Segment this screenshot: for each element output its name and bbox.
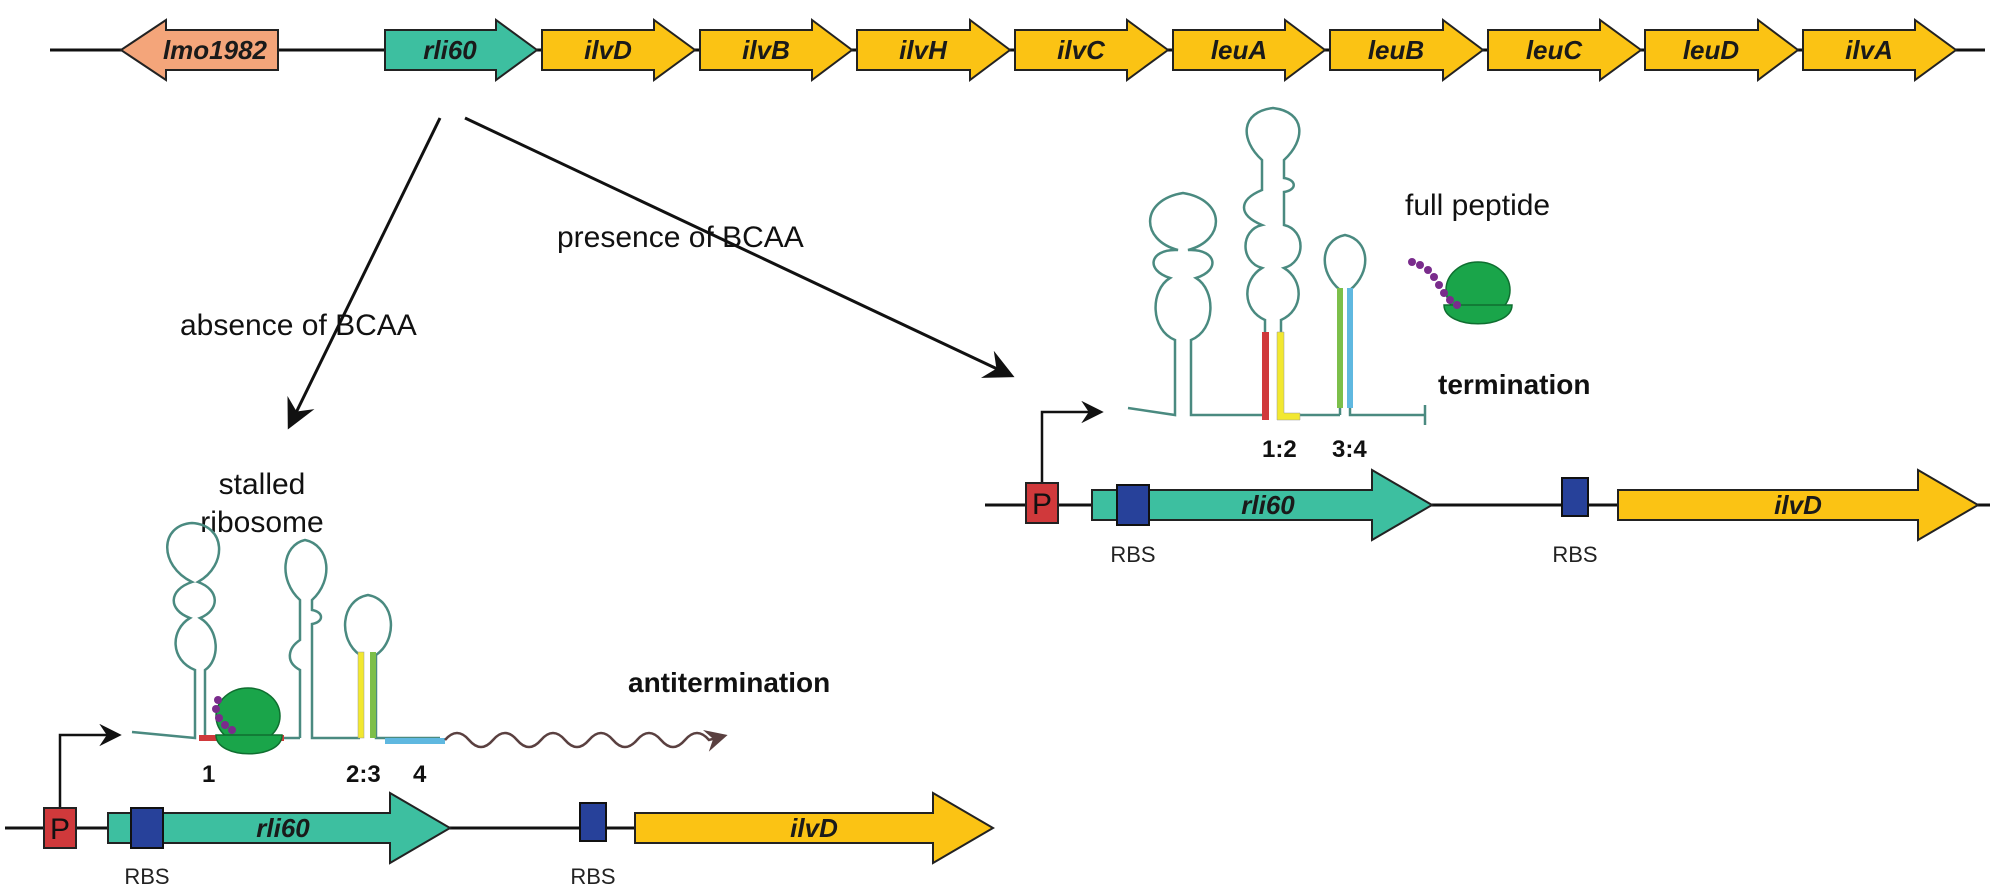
- rna-loop-12: [1242, 106, 1340, 417]
- full-peptide-label: full peptide: [1405, 189, 1550, 222]
- gene-ilvD: ilvD: [541, 18, 697, 82]
- segment-left-4: [385, 738, 445, 744]
- gene-label-ilvH: ilvH: [899, 35, 948, 65]
- pair-label-4: 4: [413, 761, 427, 788]
- promoter-right: P: [1025, 482, 1059, 524]
- gene-label-ilvB: ilvB: [742, 35, 790, 65]
- rna-structure-termination: [1127, 106, 1427, 425]
- gene-label-leuB: leuB: [1368, 35, 1424, 65]
- gene-label-ilvC: ilvC: [1057, 35, 1106, 65]
- gene-ilvA: ilvA: [1802, 18, 1958, 82]
- promoter-label-left: P: [50, 813, 70, 846]
- gene-ilvC: ilvC: [1014, 18, 1170, 82]
- absence-label: absence of BCAA: [180, 309, 417, 342]
- gene-ilvD-left: [634, 791, 995, 865]
- gene-arrow-ilvD: [541, 18, 697, 82]
- gene-ilvH: ilvH: [856, 18, 1012, 82]
- gene-ilvD-left-label: ilvD: [790, 813, 838, 843]
- termination-panel: 1:2 3:4 termination full peptide P rli60…: [985, 106, 1990, 567]
- rbs1-label-right: RBS: [1110, 542, 1155, 567]
- rna-loop-1: [1127, 191, 1265, 417]
- gene-rli60: rli60: [384, 18, 539, 82]
- absence-arrow: [287, 117, 442, 430]
- segment-1: [1262, 332, 1269, 420]
- rbs1-box-left: [130, 807, 164, 849]
- free-ribosome: [1443, 261, 1513, 325]
- rbs1-box-right: [1116, 484, 1150, 526]
- presence-arrow: [464, 116, 1015, 378]
- gene-arrow-leuB: [1329, 18, 1485, 82]
- segment-3: [1337, 288, 1343, 408]
- gene-arrow-leuC: [1487, 18, 1643, 82]
- gene-ilvB: ilvB: [699, 18, 854, 82]
- rbs2-label-right: RBS: [1552, 542, 1597, 567]
- promoter-arrow-right: [1040, 400, 1104, 488]
- rna-structure-antitermination: [131, 521, 440, 740]
- stalled-label-line2: ribosome: [200, 506, 323, 539]
- gene-label-ilvA: ilvA: [1845, 35, 1893, 65]
- antitermination-panel: stalled ribosome antitermination 1 2:3 4: [5, 468, 995, 889]
- rbs2-label-left: RBS: [570, 864, 615, 889]
- gene-label-ilvD: ilvD: [584, 35, 632, 65]
- gene-arrow-ilvA: [1802, 18, 1958, 82]
- rna-loop-left-23: [343, 593, 440, 740]
- rbs1-label-left: RBS: [124, 864, 169, 889]
- gene-label-leuA: leuA: [1211, 35, 1267, 65]
- rbs2-box-left: [579, 802, 607, 842]
- gene-arrow-ilvH: [856, 18, 1012, 82]
- promoter-left: P: [43, 807, 77, 849]
- stalled-ribosome: [215, 687, 283, 755]
- gene-leuD: leuD: [1644, 18, 1800, 82]
- segment-4: [1347, 288, 1353, 408]
- antitermination-transcript: [444, 729, 728, 752]
- gene-arrow-ilvC: [1014, 18, 1170, 82]
- full-peptide-chain: [1408, 258, 1461, 309]
- pair-label-23: 2:3: [346, 761, 381, 788]
- gene-rli60-left-label: rli60: [256, 813, 310, 843]
- pair-label-12: 1:2: [1262, 436, 1297, 463]
- pair-label-1: 1: [202, 761, 215, 788]
- promoter-box-right: [1025, 482, 1059, 524]
- pair-label-34: 3:4: [1332, 436, 1367, 463]
- rna-loop-left-2: [284, 538, 360, 740]
- rna-loop-34: [1323, 233, 1425, 417]
- condition-arrows: absence of BCAA presence of BCAA: [180, 116, 1015, 430]
- gene-leuA: leuA: [1172, 18, 1327, 82]
- stalled-peptide-chain: [212, 696, 236, 734]
- gene-ilvD-right-label: ilvD: [1774, 490, 1822, 520]
- stalled-label-line1: stalled: [219, 468, 306, 501]
- gene-label-leuC: leuC: [1526, 35, 1584, 65]
- presence-label: presence of BCAA: [557, 221, 804, 254]
- gene-arrow-leuD: [1644, 18, 1800, 82]
- segment-left-3: [370, 652, 376, 738]
- promoter-arrow-left: [58, 723, 122, 810]
- gene-label-rli60: rli60: [423, 35, 477, 65]
- rbs2-box-right: [1561, 477, 1589, 517]
- termination-label: termination: [1438, 369, 1590, 400]
- gene-rli60-right-label: rli60: [1241, 490, 1295, 520]
- gene-ilvD-right: [1617, 468, 1980, 542]
- gene-label-lmo1982: lmo1982: [163, 35, 268, 65]
- gene-arrow-lmo1982: [119, 18, 279, 82]
- gene-arrow-rli60: [384, 18, 539, 82]
- gene-label-leuD: leuD: [1683, 35, 1740, 65]
- stalled-ribosome-small: [215, 734, 283, 755]
- gene-leuB: leuB: [1329, 18, 1485, 82]
- segment-left-2: [357, 651, 365, 739]
- segment-2: [1276, 331, 1301, 421]
- rna-loop-left-1: [131, 521, 300, 740]
- gene-lmo1982: lmo1982: [119, 18, 279, 82]
- promoter-box-left: [43, 807, 77, 849]
- gene-leuC: leuC: [1487, 18, 1643, 82]
- operon-map: lmo1982 rli60 ilvD ilvB ilvH ilvC leuA: [50, 18, 1985, 82]
- antitermination-label: antitermination: [628, 667, 830, 698]
- gene-arrow-leuA: [1172, 18, 1327, 82]
- gene-arrow-ilvB: [699, 18, 854, 82]
- promoter-label-right: P: [1032, 488, 1052, 521]
- ribosome-small-subunit: [1443, 304, 1513, 325]
